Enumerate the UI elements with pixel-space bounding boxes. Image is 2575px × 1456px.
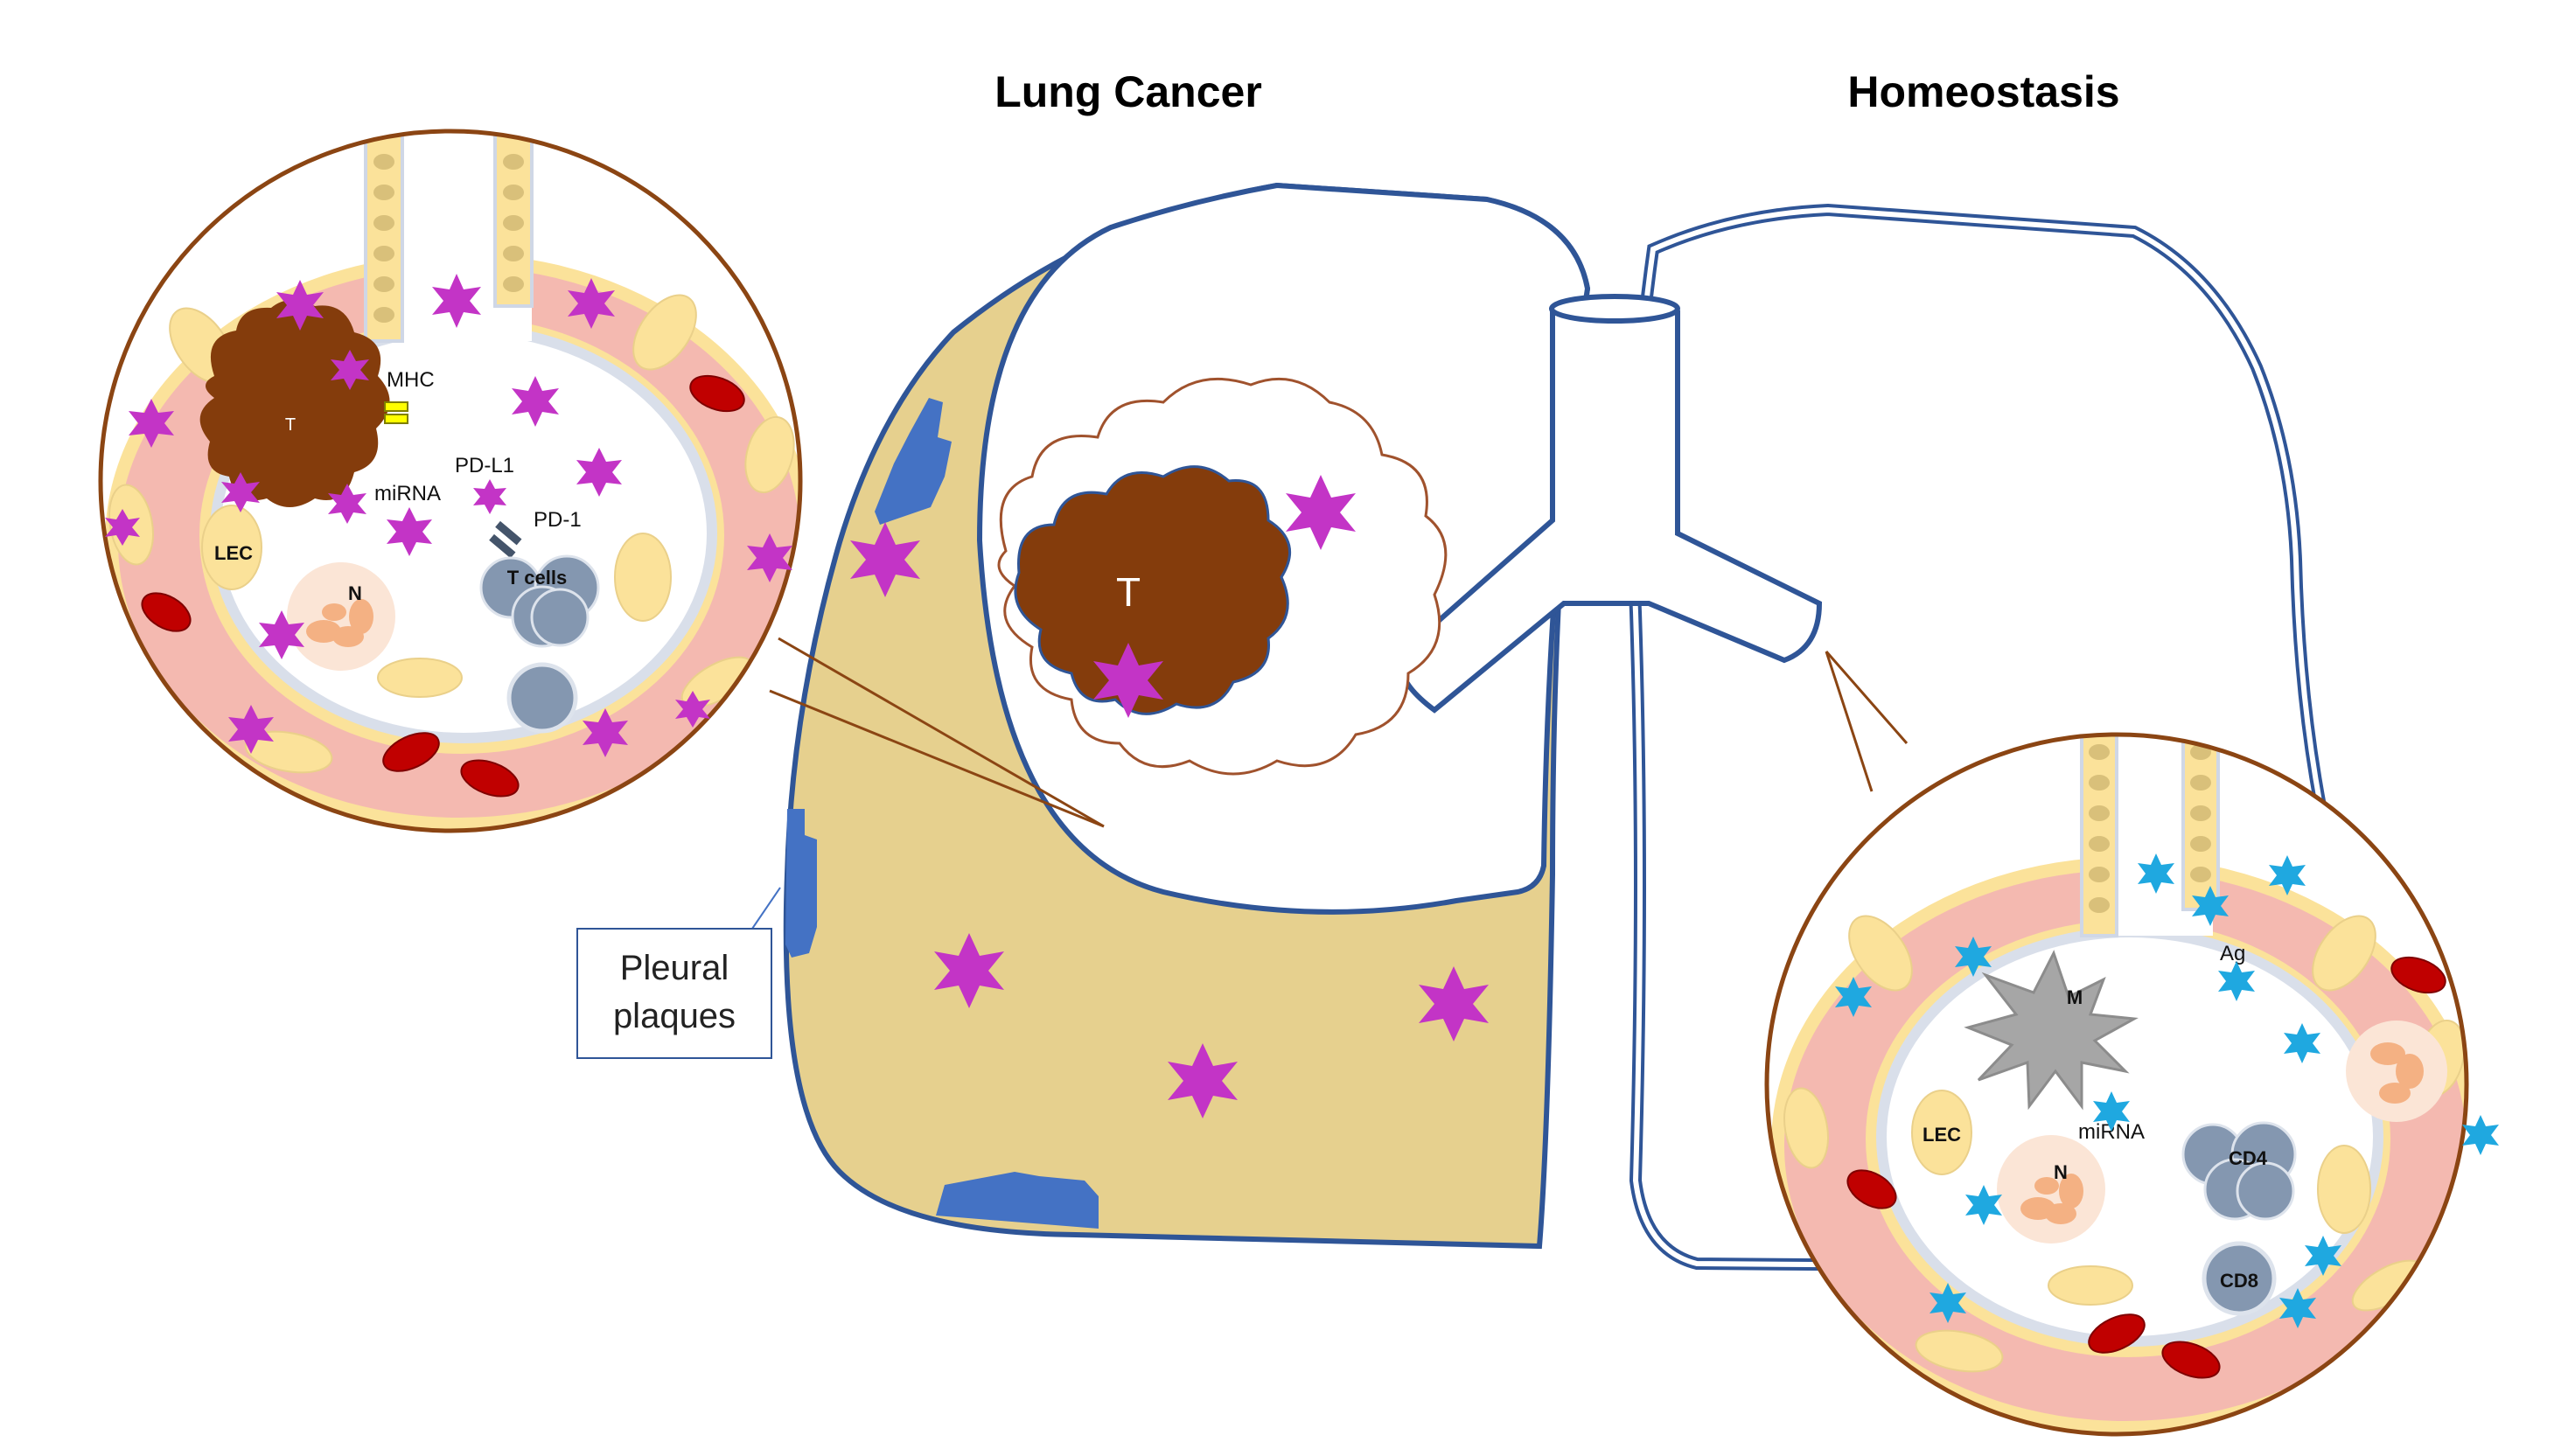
- antigen-star-icon: [1930, 1283, 1966, 1323]
- star-icon: [387, 507, 432, 556]
- antigen-star-icon: [2218, 961, 2255, 1001]
- star-icon: [276, 280, 324, 331]
- cancer-inset: T MHC PD-L1 miRNA PD-1 LEC T cells: [98, 129, 803, 833]
- antigen-star-icon: [2093, 1091, 2130, 1132]
- t-cells: [479, 554, 600, 648]
- mhc-icon: [384, 401, 408, 412]
- wall-neutrophil: [2346, 1021, 2447, 1122]
- macrophage: M: [1964, 950, 2139, 1111]
- cd4-label: CD4: [2229, 1147, 2268, 1169]
- star-icon: [228, 705, 274, 754]
- inset-tumor: [199, 299, 390, 507]
- star-icon: [1286, 475, 1356, 550]
- callout-line1: Pleural: [620, 949, 729, 987]
- lec-cell: [201, 505, 262, 590]
- star-icon: [583, 708, 628, 757]
- cancer-lung-stars: [850, 475, 1489, 1118]
- star-icon: [1168, 1043, 1238, 1118]
- star-icon: [331, 350, 369, 390]
- neutrophil-label: N: [348, 582, 362, 604]
- pd1-receptor-icon-2: [489, 533, 516, 559]
- star-icon: [512, 376, 559, 427]
- mhc-label: MHC: [387, 368, 435, 392]
- pleural-plaques-callout: Pleural plaques: [576, 887, 781, 1059]
- star-icon: [432, 274, 481, 328]
- star-icon: [473, 479, 506, 514]
- connector-lines: [769, 637, 1909, 828]
- callout-line2: plaques: [613, 997, 736, 1035]
- star-icon: [1419, 966, 1489, 1041]
- pd1-receptor-icon: [495, 520, 522, 546]
- cd8-t-cell: [2202, 1241, 2277, 1316]
- pd1-label: PD-1: [534, 508, 582, 532]
- antigen-star-icon: [2192, 886, 2229, 926]
- plaque-side: [785, 809, 817, 958]
- star-icon: [105, 509, 140, 546]
- tumor-label: T: [1116, 569, 1141, 615]
- star-icon: [259, 610, 304, 659]
- star-icon: [1093, 643, 1163, 718]
- ag-label: Ag: [2220, 942, 2245, 965]
- right-neutrophil-label: N: [2054, 1161, 2068, 1183]
- antigen-star-icon: [2284, 1023, 2320, 1063]
- antigen-star-icon: [2462, 1115, 2499, 1155]
- right-lec-label: LEC: [1923, 1124, 1961, 1146]
- inset-tumor-label: T: [285, 415, 296, 435]
- plaque-bottom: [936, 1172, 1099, 1229]
- lec-cell: [1911, 1090, 1972, 1175]
- star-icon: [568, 278, 615, 329]
- pleural-plaques: [785, 398, 1099, 1229]
- star-icon: [221, 472, 260, 512]
- macrophage-label: M: [2067, 986, 2083, 1008]
- mhc-icon-2: [384, 414, 408, 424]
- antigen-star-icon: [2269, 855, 2306, 895]
- cd8-label: CD8: [2220, 1270, 2258, 1292]
- transmigrating-t-cell: [506, 662, 578, 734]
- homeostasis-inset: M Ag miRNA LEC N: [1764, 732, 2499, 1437]
- title-homeostasis: Homeostasis: [1847, 67, 2119, 116]
- cd4-t-cells: [2181, 1121, 2297, 1221]
- star-icon: [747, 533, 792, 582]
- neutrophil: N: [1997, 1135, 2105, 1244]
- star-icon: [675, 691, 710, 728]
- tcells-label: T cells: [507, 567, 567, 589]
- lec-label: LEC: [214, 542, 253, 564]
- star-icon: [576, 448, 622, 497]
- title-lung-cancer: Lung Cancer: [994, 67, 1262, 116]
- pdl1-label: PD-L1: [455, 454, 514, 477]
- star-icon: [328, 484, 366, 524]
- antigen-star-icon: [2305, 1236, 2341, 1276]
- antigen-star-icon: [2138, 853, 2174, 894]
- star-icon: [934, 933, 1004, 1008]
- antigen-star-icon: [2279, 1288, 2316, 1328]
- neutrophil: N: [287, 562, 395, 671]
- tumor-core: [1014, 465, 1292, 715]
- antigen-star-icon: [1955, 937, 1992, 977]
- antigen-star-icon: [1835, 977, 1872, 1017]
- antigen-star-icon: [1965, 1185, 2002, 1225]
- mirna-label: miRNA: [374, 482, 441, 505]
- star-icon: [850, 522, 920, 597]
- star-icon: [129, 399, 174, 448]
- plaque-upper: [875, 398, 952, 525]
